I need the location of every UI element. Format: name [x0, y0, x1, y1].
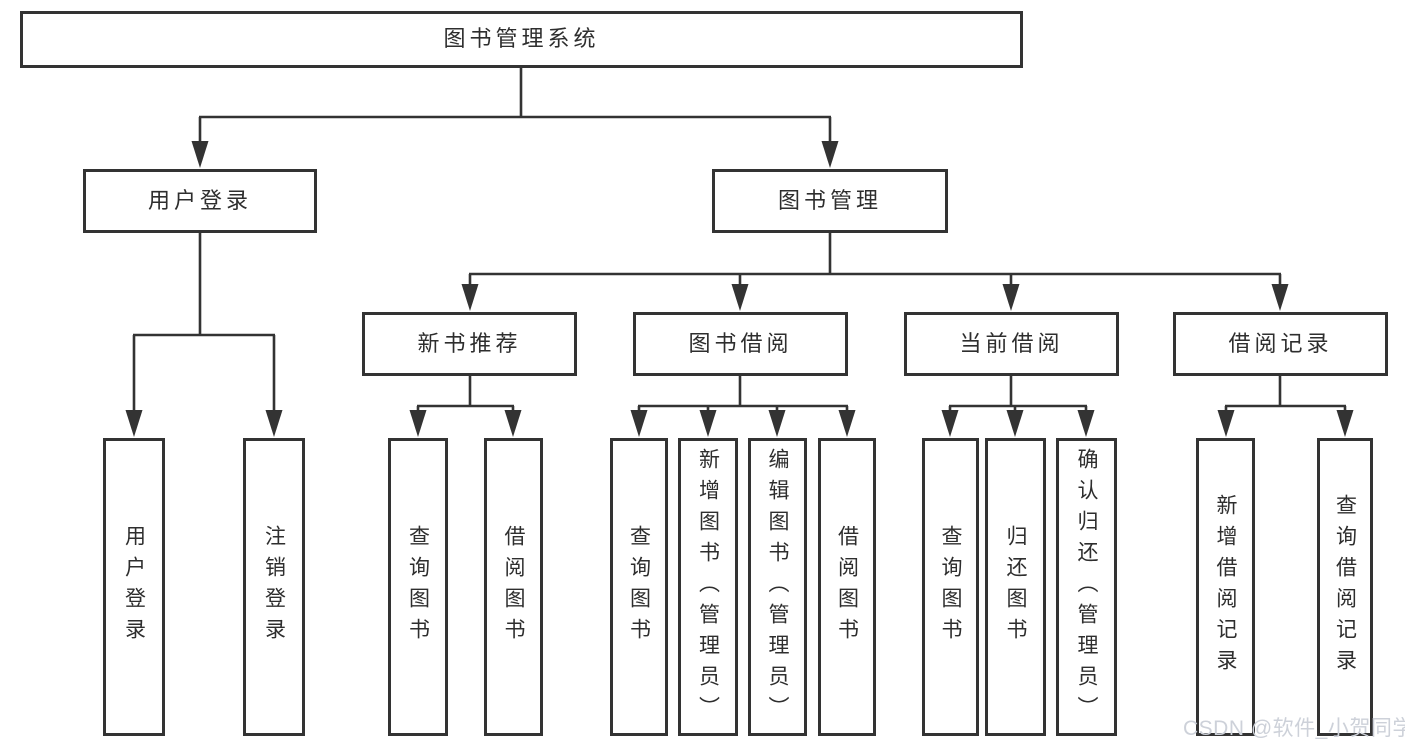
leaf-user-login: 用户登录 — [103, 438, 165, 736]
node-book-borrow-label: 图书借阅 — [688, 330, 793, 356]
connector-book-management-to-level3 — [461, 233, 1289, 311]
leaf-borrow-books-label: 借阅图书 — [835, 525, 859, 649]
node-new-book-recommend: 新书推荐 — [362, 312, 577, 376]
leaf-edit-books-admin: 编辑图书（管理员） — [748, 438, 807, 736]
connector-new-book-recommend-to-leaves — [409, 376, 522, 437]
leaf-borrow-books-recommend: 借阅图书 — [484, 438, 543, 736]
leaf-confirm-return-admin-label: 确认归还（管理员） — [1075, 447, 1098, 727]
node-current-borrow-label: 当前借阅 — [959, 330, 1064, 356]
leaf-query-books-borrow: 查询图书 — [610, 438, 668, 736]
leaf-query-borrow-record: 查询借阅记录 — [1317, 438, 1373, 736]
leaf-edit-books-admin-label: 编辑图书（管理员） — [766, 447, 789, 727]
leaf-add-books-admin-label: 新增图书（管理员） — [696, 447, 720, 727]
node-book-management-label: 图书管理 — [777, 187, 882, 213]
node-borrow-records-label: 借阅记录 — [1228, 330, 1333, 356]
connector-current-borrow-to-leaves — [941, 376, 1095, 437]
leaf-logout: 注销登录 — [243, 438, 305, 736]
node-user-login-label: 用户登录 — [147, 187, 252, 213]
leaf-query-books-borrow-label: 查询图书 — [627, 525, 651, 649]
connector-book-borrow-to-leaves — [630, 376, 856, 437]
connector-user-login-to-leaves — [125, 233, 283, 437]
node-root-system-label: 图书管理系统 — [443, 26, 600, 52]
leaf-add-borrow-record: 新增借阅记录 — [1196, 438, 1255, 736]
leaf-query-books-recommend-label: 查询图书 — [406, 525, 430, 649]
leaf-borrow-books: 借阅图书 — [818, 438, 876, 736]
node-current-borrow: 当前借阅 — [904, 312, 1119, 376]
node-new-book-recommend-label: 新书推荐 — [417, 330, 522, 356]
node-user-login: 用户登录 — [83, 169, 317, 233]
leaf-query-books-current: 查询图书 — [922, 438, 979, 736]
leaf-return-books-label: 归还图书 — [1004, 525, 1027, 649]
csdn-watermark: CSDN @软件_小贺同学 — [1183, 717, 1405, 740]
node-book-management: 图书管理 — [712, 169, 948, 233]
leaf-query-borrow-record-label: 查询借阅记录 — [1333, 494, 1357, 680]
leaf-logout-label: 注销登录 — [262, 525, 286, 649]
connector-root-to-level2 — [191, 67, 839, 168]
node-borrow-records: 借阅记录 — [1173, 312, 1388, 376]
leaf-return-books: 归还图书 — [985, 438, 1046, 736]
node-root-system: 图书管理系统 — [20, 11, 1023, 68]
node-book-borrow: 图书借阅 — [633, 312, 848, 376]
connector-borrow-records-to-leaves — [1217, 376, 1354, 437]
leaf-add-books-admin: 新增图书（管理员） — [678, 438, 738, 736]
leaf-query-books-recommend: 查询图书 — [388, 438, 448, 736]
leaf-confirm-return-admin: 确认归还（管理员） — [1056, 438, 1117, 736]
leaf-borrow-books-recommend-label: 借阅图书 — [502, 525, 525, 649]
leaf-add-borrow-record-label: 新增借阅记录 — [1214, 494, 1237, 680]
leaf-user-login-label: 用户登录 — [122, 525, 146, 649]
leaf-query-books-current-label: 查询图书 — [939, 525, 962, 649]
